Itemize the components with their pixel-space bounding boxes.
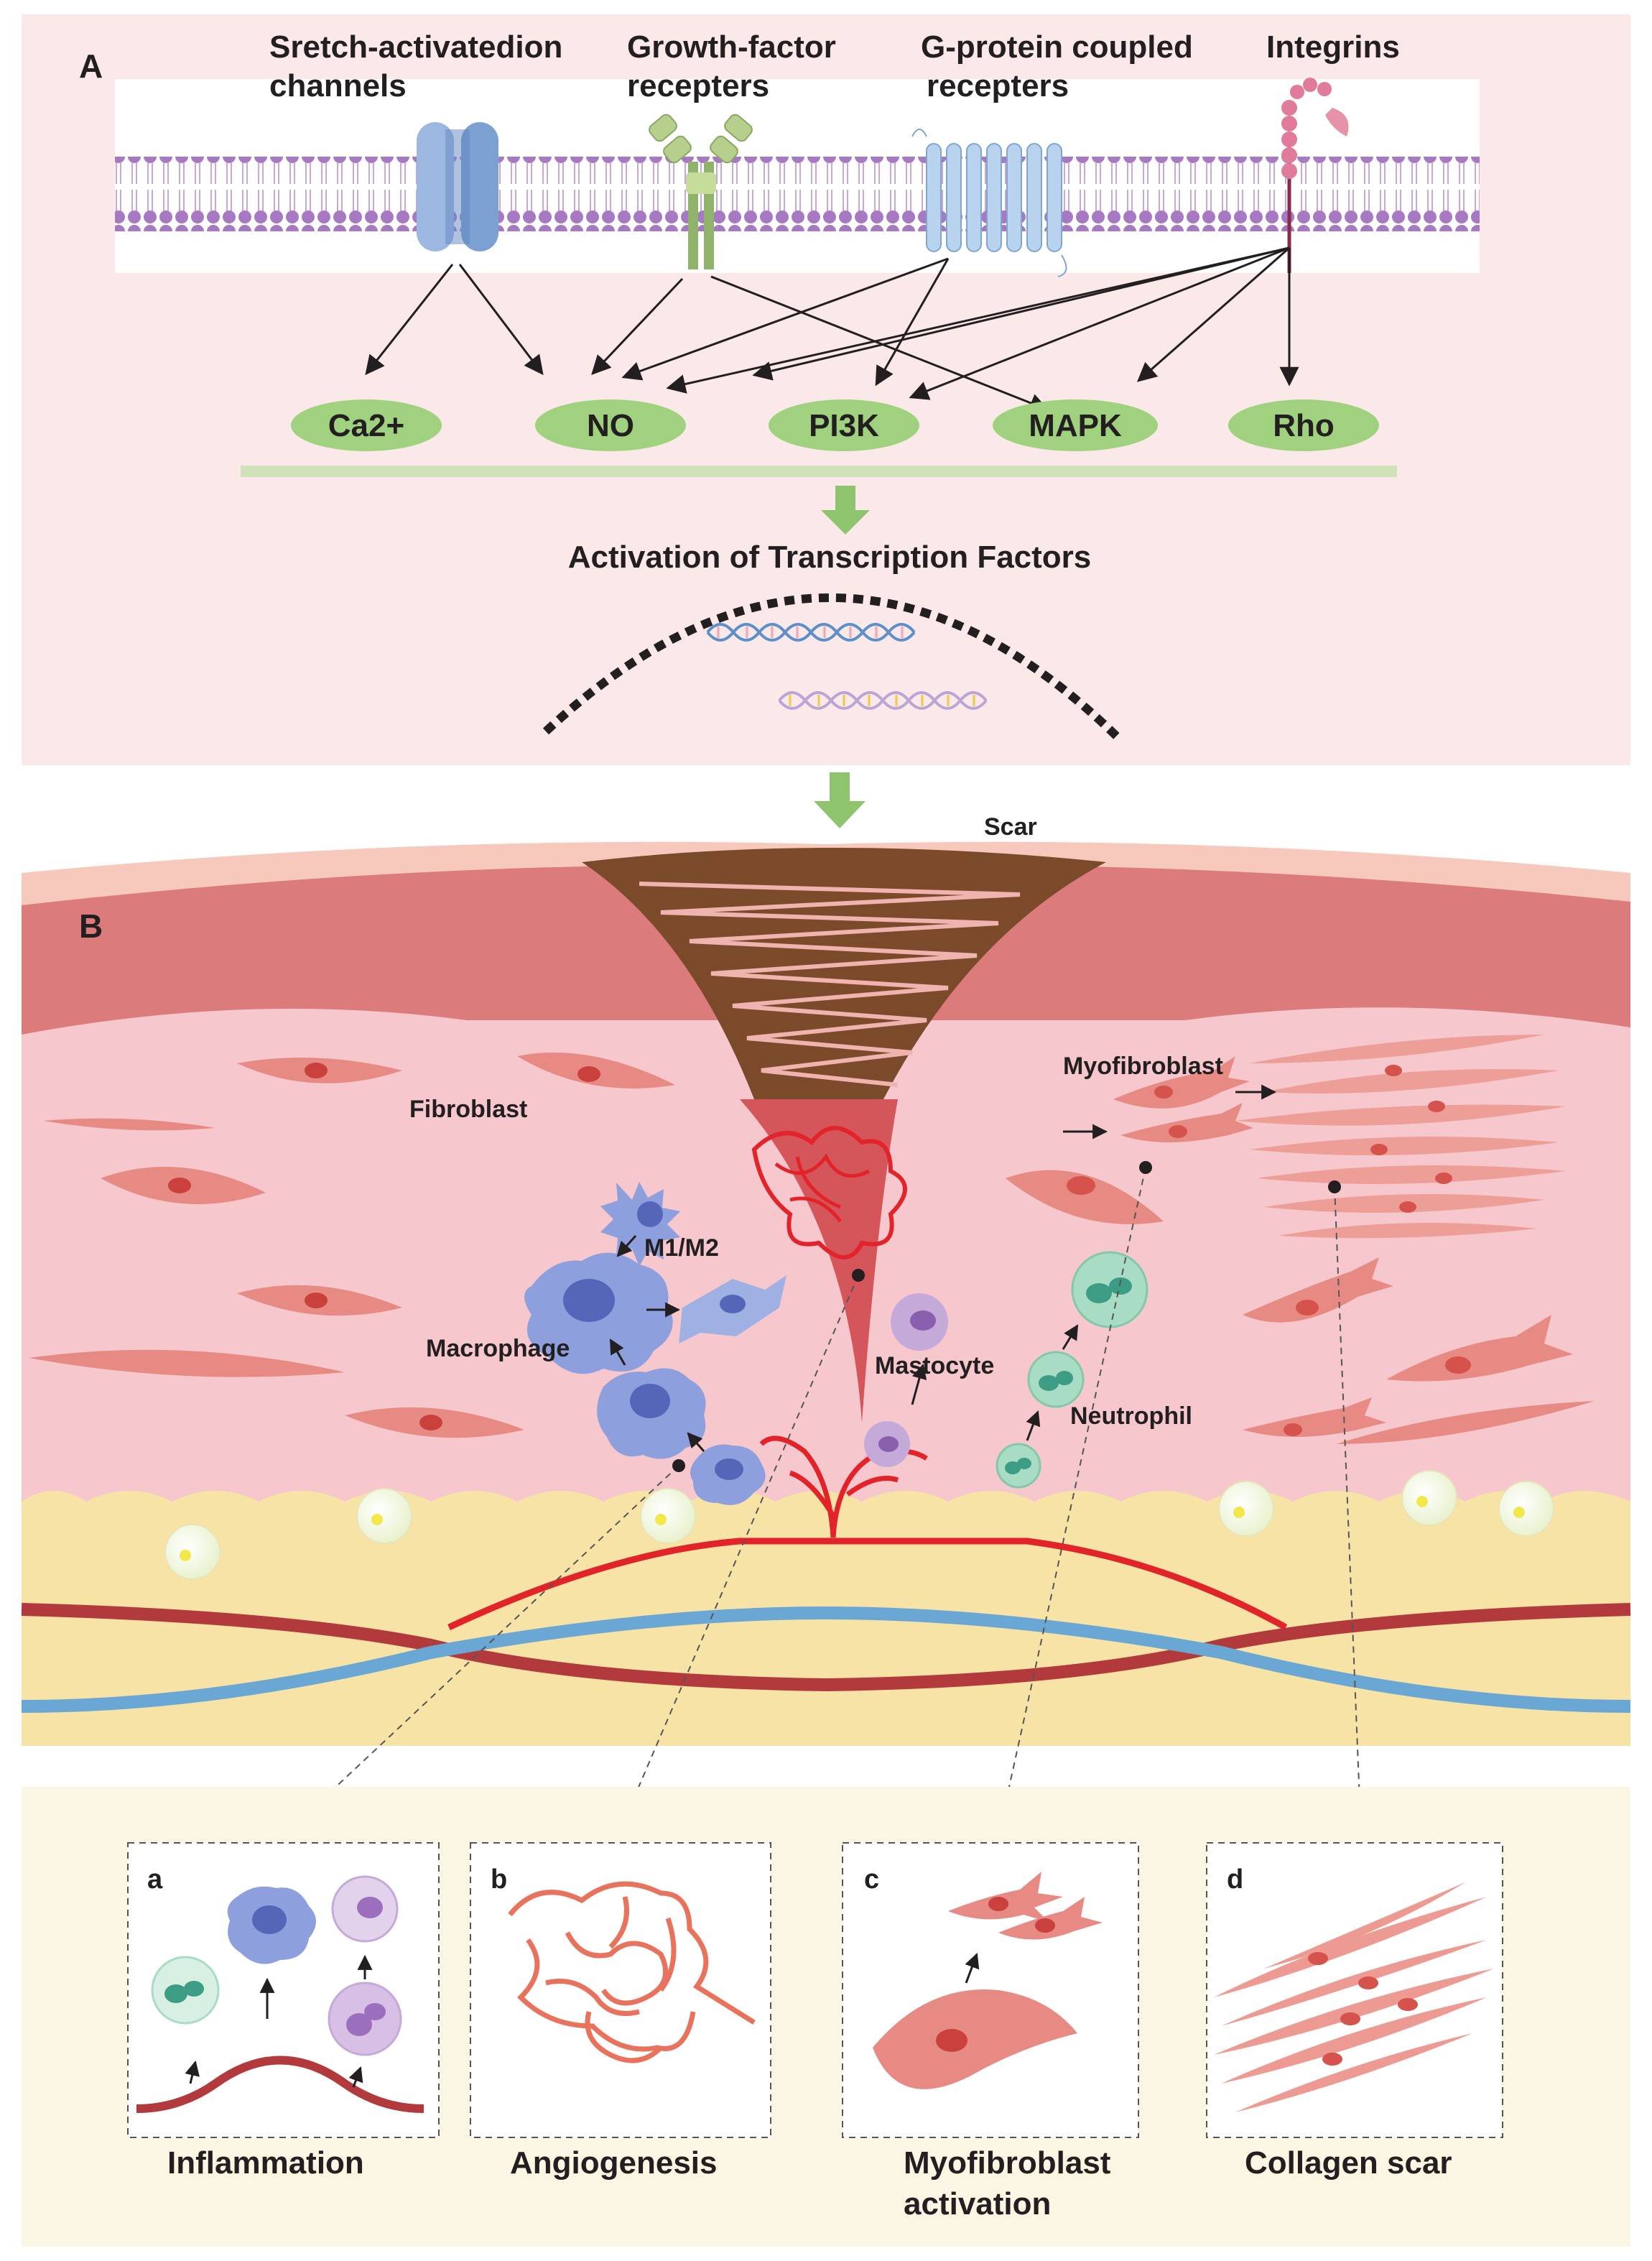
panel-a-letter: A [79, 47, 103, 85]
inset-d-collagen-fibers [1214, 1882, 1494, 2112]
inset-d: d Collagen scar [1206, 1842, 1503, 2181]
inset-c-fibroblast [873, 1989, 1077, 2089]
artery [21, 1603, 1631, 1692]
capillary-tangle [751, 1126, 907, 1259]
vessel-sprout [759, 1435, 928, 1538]
molecule-label-pi3k: PI3K [809, 408, 879, 443]
collagen-fibers [1235, 1035, 1566, 1239]
inset-a: a Inflammation [127, 1842, 440, 2181]
mastocyte-arrow [911, 1363, 927, 1405]
down-arrow-green-2 [814, 772, 866, 828]
inset-c-caption-line2: activation [904, 2186, 1051, 2221]
fibroblast-label: Fibroblast [409, 1096, 527, 1123]
molecule-pill-mapk: MAPK [993, 399, 1158, 451]
gpcr-icon [911, 129, 1067, 277]
epidermis [22, 841, 1630, 905]
neutrophil-arrows [1026, 1324, 1079, 1441]
macrophage-label: Macrophage [426, 1335, 570, 1362]
stretch-channel-icon [417, 122, 498, 251]
dashed-leader-lines [283, 1167, 1362, 1836]
receptor-label-growth-line2: recepters [627, 68, 769, 103]
neutrophil-cells [996, 1251, 1148, 1489]
receptor-label-integrins: Integrins [1266, 29, 1400, 65]
inset-c-caption-line1: Myofibroblast [904, 2145, 1111, 2181]
dna-helix-icon [706, 623, 988, 710]
signaling-arrows [365, 246, 1299, 412]
vein [21, 1606, 1631, 1713]
inset-a-vessel [136, 2056, 424, 2113]
molecule-pill-no: NO [535, 399, 686, 451]
scar-collagen-lines [639, 882, 1021, 1087]
activation-title: Activation of Transcription Factors [568, 540, 1092, 575]
molecule-label-no: NO [587, 408, 634, 443]
signal-bar [241, 466, 1397, 477]
panel-b: B Scar Fibroblast Myofibroblast M1/M2 Ma… [21, 813, 1631, 1836]
molecule-pill-ca: Ca2+ [291, 399, 442, 451]
panel-a: A Sretch-activatedion channels Growth-fa… [22, 14, 1630, 765]
receptor-label-growth-line1: Growth-factor [627, 29, 836, 65]
inset-c: c Myofibroblast activation [842, 1842, 1139, 2221]
molecule-label-ca: Ca2+ [328, 408, 404, 443]
inset-b-capillary-network [508, 1881, 756, 2063]
scar-label: Scar [984, 813, 1037, 841]
myofibroblast-cells [1006, 1056, 1595, 1444]
myofibroblast-label: Myofibroblast [1063, 1053, 1223, 1080]
new-vessel [447, 1538, 1288, 1631]
fat-cells [164, 1470, 1554, 1580]
neutrophil-label: Neutrophil [1070, 1402, 1192, 1430]
receptor-label-stretch-line2: channels [269, 68, 407, 103]
inset-d-caption: Collagen scar [1245, 2145, 1452, 2181]
receptor-label-stretch-line1: Sretch-activatedion [269, 29, 562, 65]
macrophage-cells [524, 1182, 786, 1505]
inset-b-caption: Angiogenesis [510, 2145, 718, 2181]
nucleus-envelope [542, 593, 1124, 744]
m1m2-label: M1/M2 [644, 1234, 719, 1262]
molecule-pill-pi3k: PI3K [769, 399, 919, 451]
molecule-pill-rho: Rho [1228, 399, 1379, 451]
mastocyte-label: Mastocyte [875, 1352, 994, 1379]
inset-b-letter: b [491, 1864, 507, 1895]
down-arrow-green [821, 486, 870, 535]
inset-c-myofibroblast [948, 1872, 1063, 1922]
myofibroblast-arrows [1063, 1084, 1277, 1139]
inset-b: b Angiogenesis [470, 1842, 771, 2181]
panel-b-letter: B [79, 907, 103, 945]
molecule-label-mapk: MAPK [1029, 408, 1122, 443]
growth-factor-receptor-icon [649, 114, 753, 269]
lipid-bilayer [115, 157, 1480, 231]
molecule-label-rho: Rho [1273, 408, 1335, 443]
inset-a-letter: a [147, 1864, 163, 1895]
macrophage-arrows [609, 1235, 705, 1452]
mastocyte-cells [864, 1293, 948, 1467]
panel-insets: a Inflammation b [22, 1787, 1630, 2247]
inset-d-letter: d [1227, 1864, 1243, 1895]
inset-a-caption: Inflammation [167, 2145, 364, 2181]
receptor-label-gpcr-line2: recepters [927, 68, 1069, 103]
receptor-label-gpcr-line1: G-protein coupled [921, 29, 1193, 65]
inset-c-letter: c [864, 1864, 879, 1895]
wound-wedge [740, 1099, 898, 1423]
